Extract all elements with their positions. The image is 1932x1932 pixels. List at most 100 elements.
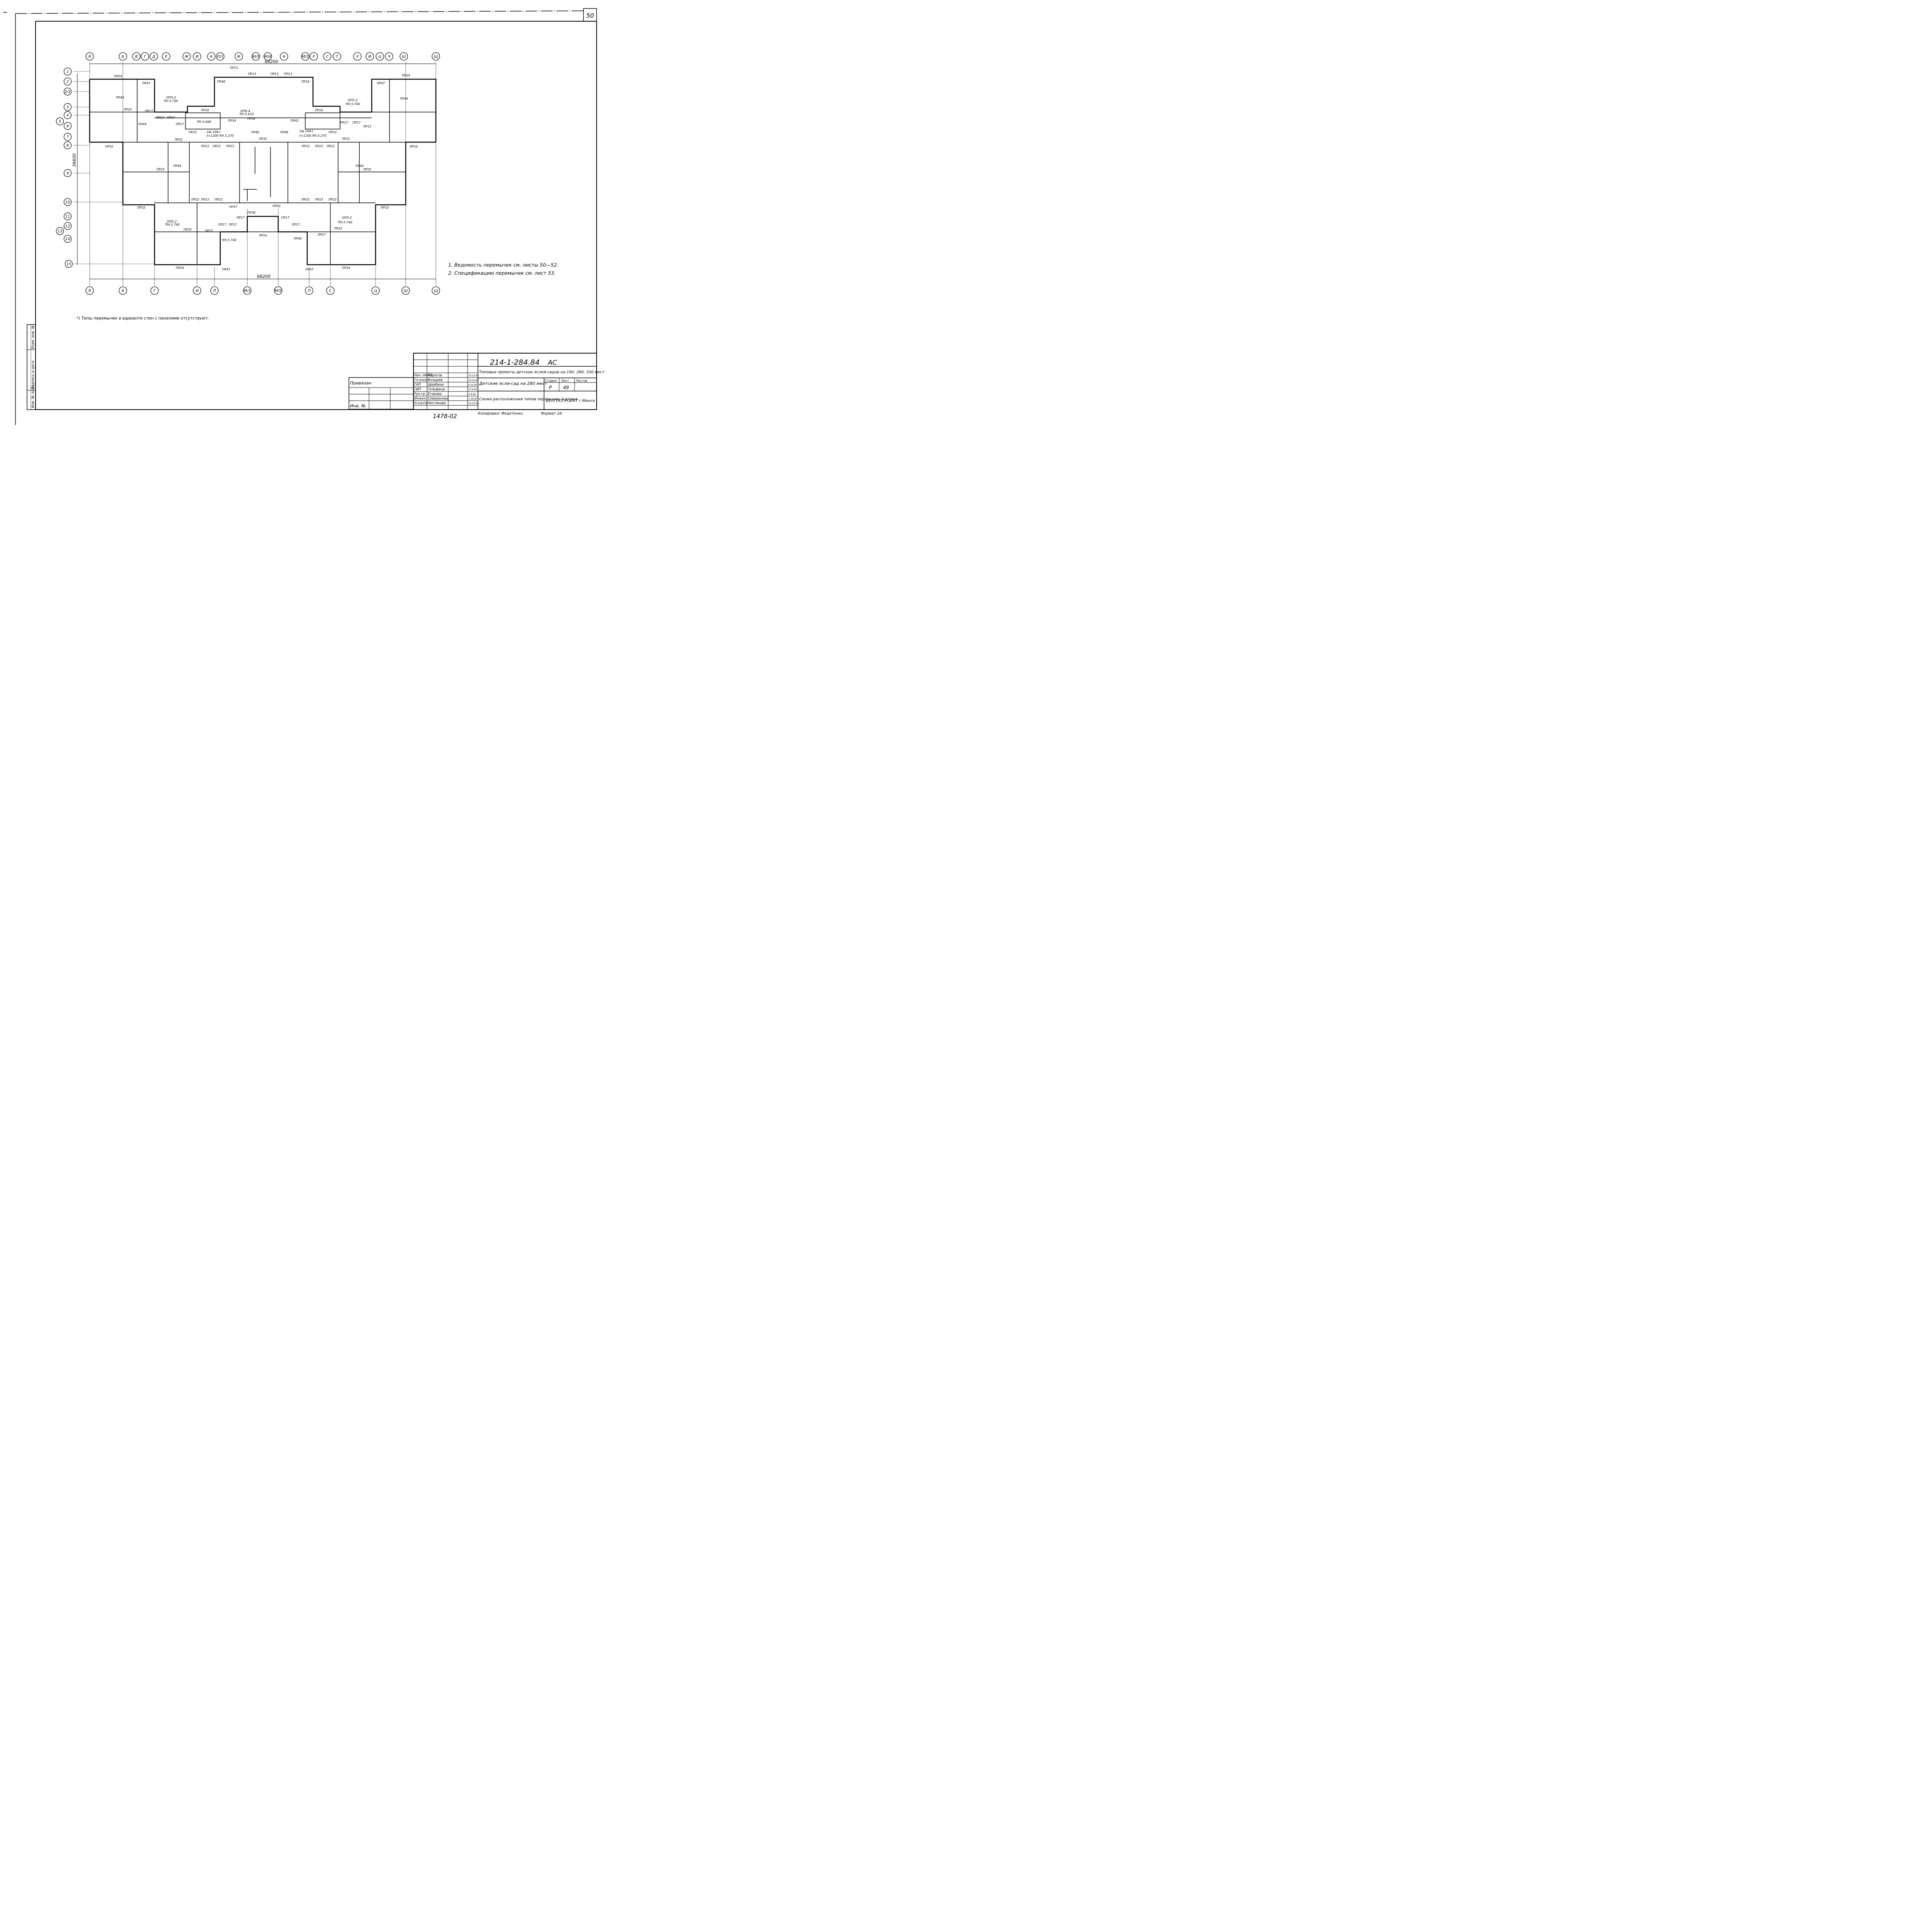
svg-text:И: И bbox=[196, 289, 199, 293]
svg-text:К: К bbox=[210, 55, 213, 59]
title-dates-6: 10.10.83 bbox=[468, 402, 479, 405]
svg-text:ПР17: ПР17 bbox=[281, 216, 290, 219]
svg-text:И: И bbox=[196, 55, 199, 59]
svg-text:ПР48: ПР48 bbox=[217, 80, 225, 83]
svg-text:ПР16: ПР16 bbox=[201, 109, 209, 112]
axis-bottom-8: С bbox=[326, 286, 335, 295]
svg-text:ПР25: ПР25 bbox=[156, 168, 165, 171]
axis-top-15: Р bbox=[310, 52, 318, 61]
axis-top-20: Ц bbox=[376, 52, 384, 61]
axis-bottom-9: Ц bbox=[371, 286, 380, 295]
svg-text:ПР25: ПР25 bbox=[334, 227, 342, 230]
svg-text:ПР17: ПР17 bbox=[229, 223, 237, 226]
axis-top-4: Д bbox=[150, 52, 158, 61]
svg-text:ПР31: ПР31 bbox=[342, 137, 350, 141]
svg-text:ПР17: ПР17 bbox=[340, 121, 349, 124]
axis-left-3: 3 bbox=[63, 103, 72, 111]
axis-top-0: Я bbox=[85, 52, 94, 61]
svg-text:В: В bbox=[135, 55, 138, 59]
svg-text:ПР17: ПР17 bbox=[145, 109, 153, 113]
axis-left-5: 5 bbox=[56, 117, 64, 126]
axis-left-14: 14 bbox=[63, 235, 72, 243]
svg-text:М/3: М/3 bbox=[252, 55, 259, 59]
axis-left-15: 15 bbox=[65, 260, 73, 268]
title-dates-3: 27.9.83 bbox=[468, 388, 477, 391]
svg-text:ПР17: ПР17 bbox=[236, 216, 245, 219]
title-dates-2: 6.10.83 bbox=[468, 384, 477, 386]
title-roles-6: Н.контр. bbox=[414, 401, 429, 405]
axis-top-13: Н bbox=[280, 52, 288, 61]
svg-text:ПР47: ПР47 bbox=[222, 268, 231, 271]
svg-text:ℓ=1200 ∇Н.5.270: ℓ=1200 ∇Н.5.270 bbox=[299, 134, 327, 138]
axis-top-5: Е bbox=[162, 52, 170, 61]
svg-text:ПР22: ПР22 bbox=[328, 198, 337, 201]
svg-text:2ф 10А-I: 2ф 10А-I bbox=[207, 130, 221, 134]
axis-top-1: Б bbox=[119, 52, 127, 61]
title-dates-4: 3.9.83 bbox=[468, 393, 476, 396]
title-names-1: Козырев bbox=[428, 378, 442, 382]
svg-text:ПР47: ПР47 bbox=[377, 82, 385, 85]
svg-text:6: 6 bbox=[66, 124, 69, 129]
svg-text:ПР47: ПР47 bbox=[142, 82, 151, 85]
svg-text:Ц: Ц bbox=[378, 55, 381, 59]
svg-text:8: 8 bbox=[66, 144, 69, 148]
svg-text:М/1: М/1 bbox=[244, 289, 251, 293]
axis-top-21: Ч bbox=[385, 52, 393, 61]
axis-left-4: 4 bbox=[63, 111, 72, 119]
svg-text:С: С bbox=[326, 55, 329, 59]
svg-text:М/5: М/5 bbox=[275, 289, 282, 293]
svg-text:ПР44: ПР44 bbox=[138, 122, 146, 126]
copied-by: Копировал: Федотенко bbox=[478, 412, 523, 416]
svg-text:ПР10: ПР10 bbox=[381, 206, 389, 209]
privyazan: Привязан bbox=[350, 381, 371, 386]
svg-text:ПР13: ПР13 bbox=[230, 66, 238, 70]
svg-text:ПР44: ПР44 bbox=[116, 96, 124, 99]
svg-text:ПР24: ПР24 bbox=[342, 266, 350, 270]
axis-left-11: 11 bbox=[63, 212, 72, 221]
svg-text:Л: Л bbox=[213, 289, 216, 293]
svg-text:ПР23: ПР23 bbox=[201, 145, 209, 148]
title-dates-0: 10.10.83 bbox=[468, 374, 479, 377]
axis-top-8: К bbox=[207, 52, 216, 61]
side-stamp: Инв. № подл. Подпись и дата Взам. инв. № bbox=[27, 324, 36, 410]
axis-bottom-11: Щ bbox=[432, 286, 440, 295]
format: Формат 2А bbox=[541, 412, 562, 416]
axis-bottom-10: Ш bbox=[401, 286, 410, 295]
stage-value: Р bbox=[549, 385, 552, 390]
axis-left-1: 2 bbox=[63, 77, 72, 86]
svg-text:ПР16: ПР16 bbox=[259, 234, 267, 237]
svg-text:∇Н.5.610: ∇Н.5.610 bbox=[239, 112, 254, 116]
svg-text:ПР13: ПР13 bbox=[284, 72, 292, 76]
svg-text:ПР31: ПР31 bbox=[175, 138, 183, 141]
note-1: 1. Ведомость перемычек см. листы 50—52. bbox=[448, 262, 558, 268]
svg-text:ПР46: ПР46 bbox=[280, 131, 288, 134]
axis-left-8: 8 bbox=[63, 141, 72, 150]
svg-text:ОП5-2: ОП5-2 bbox=[348, 99, 357, 102]
axis-left-9: 9 bbox=[63, 169, 72, 177]
project-name: Типовые проекты детских яслей-садов на 1… bbox=[479, 370, 605, 374]
svg-text:ПР17: ПР17 bbox=[292, 223, 300, 226]
axis-top-2: В bbox=[132, 52, 141, 61]
title-block bbox=[413, 353, 597, 410]
svg-text:ПР23: ПР23 bbox=[213, 145, 221, 148]
axis-left-12: 12 bbox=[63, 222, 72, 230]
svg-text:Щ: Щ bbox=[434, 55, 438, 59]
svg-text:ПР23: ПР23 bbox=[301, 145, 310, 148]
svg-text:Г: Г bbox=[144, 55, 146, 59]
axis-left-7: 7 bbox=[63, 133, 72, 141]
doc-code: 214-1-284.84 bbox=[490, 358, 540, 367]
axis-bottom-1: Б bbox=[119, 286, 127, 295]
axis-top-14: М/1 bbox=[301, 52, 310, 61]
title-names-4: Егорова bbox=[428, 392, 442, 396]
axis-top-9: Л/1 bbox=[216, 52, 224, 61]
svg-text:М/1: М/1 bbox=[302, 55, 309, 59]
lintel-labels: ПР24 ПР24 ПР24 ПР24 ПР47 ПР47 ПР47 ПР47 … bbox=[105, 66, 418, 271]
axis-top-23: Щ bbox=[432, 52, 440, 61]
svg-text:Т: Т bbox=[336, 55, 338, 59]
svg-text:ПР35: ПР35 bbox=[247, 117, 255, 121]
axis-bottom-5: М/1 bbox=[243, 286, 252, 295]
svg-text:ПР22: ПР22 bbox=[226, 145, 234, 148]
svg-text:∇Н.5.740: ∇Н.5.740 bbox=[222, 238, 236, 242]
